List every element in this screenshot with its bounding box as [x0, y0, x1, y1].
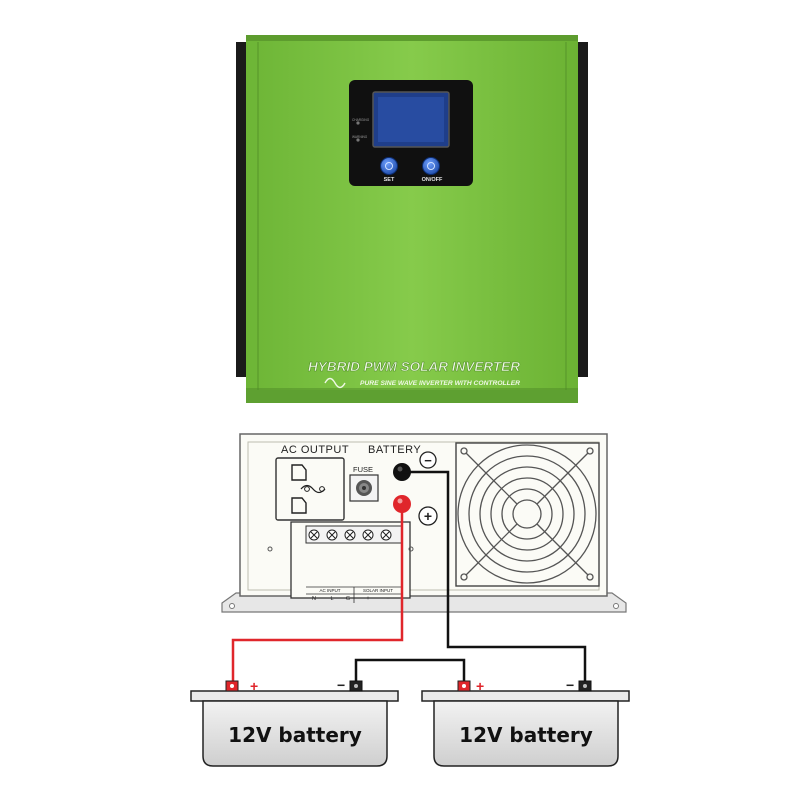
terminal-label-minus: − — [386, 596, 390, 602]
terminal-label-n: N — [312, 596, 316, 602]
set-button[interactable] — [380, 157, 398, 175]
negative-symbol-icon — [419, 451, 437, 469]
charging-indicator-label: CHARGING — [352, 118, 370, 122]
battery-1-label: 12V battery — [228, 723, 362, 747]
positive-symbol-icon — [418, 506, 438, 526]
onoff-button[interactable] — [422, 157, 440, 175]
inverter-front: CHARGING WARNING SET ON/OFF HYBRID PWM S… — [236, 35, 588, 403]
battery-2: + − 12V battery — [421, 677, 630, 767]
svg-text:−: − — [424, 453, 432, 468]
terminal-screws — [308, 529, 392, 541]
inverter-back-panel: AC OUTPUT BATTERY FUSE − + — [221, 433, 627, 613]
terminal-label-l: L — [330, 596, 333, 602]
warning-indicator-label: WARNING — [352, 135, 368, 139]
wiring — [231, 470, 587, 682]
fuse-label: FUSE — [353, 465, 373, 474]
battery-1: + − 12V battery — [190, 677, 399, 767]
battery-1-positive-sign: + — [250, 678, 258, 694]
ac-output-label: AC OUTPUT — [281, 444, 349, 456]
battery-1-negative-sign: − — [337, 677, 345, 693]
ac-outlet-plate — [275, 457, 345, 521]
battery-2-label: 12V battery — [459, 723, 593, 747]
battery-terminal-label: BATTERY — [368, 444, 421, 456]
terminal-label-plus: + — [366, 596, 370, 602]
inverter-subtitle: PURE SINE WAVE INVERTER WITH CONTROLLER — [360, 381, 521, 387]
set-button-label: SET — [384, 177, 395, 183]
series-link-wire — [354, 658, 466, 682]
left-mount-rail — [236, 42, 248, 377]
ac-input-label: AC INPUT — [319, 588, 340, 593]
inverter-title: HYBRID PWM SOLAR INVERTER — [308, 359, 521, 374]
negative-wire — [402, 470, 587, 682]
battery-2-positive-sign: + — [476, 678, 484, 694]
svg-text:+: + — [424, 508, 432, 524]
terminal-label-g: G — [346, 596, 350, 602]
ac-socket-icon — [291, 464, 307, 481]
positive-wire — [231, 504, 404, 682]
battery-2-negative-sign: − — [566, 677, 574, 693]
sine-wave-icon — [324, 377, 346, 389]
right-mount-rail — [576, 42, 588, 377]
solar-input-label: SOLAR INPUT — [363, 588, 393, 593]
cooling-fan-icon — [455, 442, 600, 587]
onoff-button-label: ON/OFF — [422, 177, 443, 183]
